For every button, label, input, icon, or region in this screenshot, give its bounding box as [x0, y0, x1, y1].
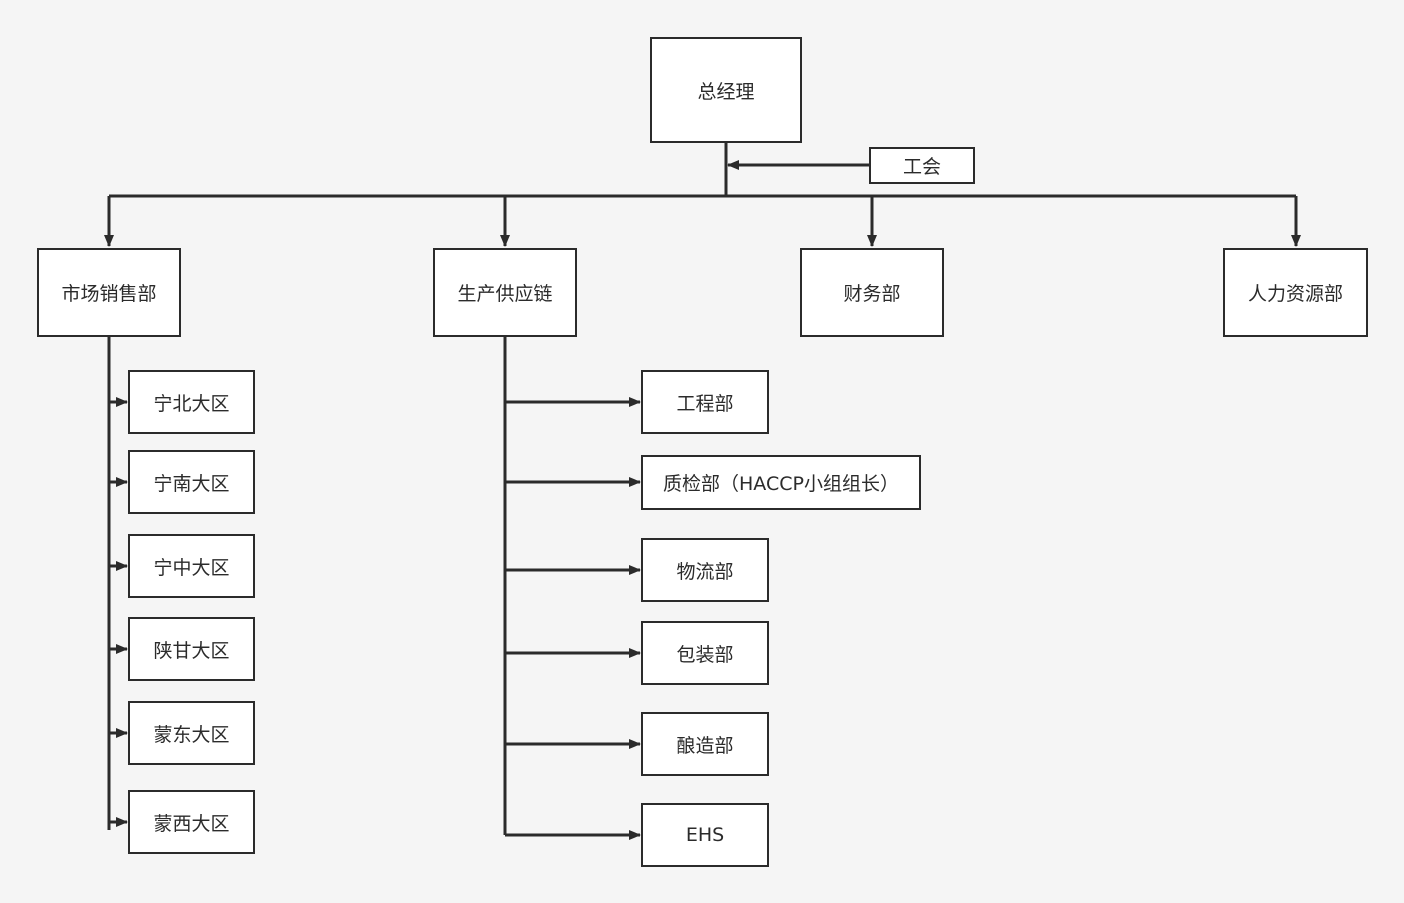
- supply-chain-unit-node: 酿造部: [641, 712, 769, 776]
- supply-chain-unit-node: 质检部（HACCP小组组长）: [641, 455, 921, 510]
- finance-department-node: 财务部: [800, 248, 944, 337]
- supply-chain-node: 生产供应链: [433, 248, 577, 337]
- sales-region-node: 宁中大区: [128, 534, 255, 598]
- hr-department-node: 人力资源部: [1223, 248, 1368, 337]
- supply-chain-unit-node: EHS: [641, 803, 769, 867]
- union-node: 工会: [869, 147, 975, 184]
- supply-chain-unit-node: 工程部: [641, 370, 769, 434]
- sales-region-node: 宁南大区: [128, 450, 255, 514]
- sales-region-node: 蒙西大区: [128, 790, 255, 854]
- sales-department-node: 市场销售部: [37, 248, 181, 337]
- sales-region-node: 蒙东大区: [128, 701, 255, 765]
- sales-region-node: 陕甘大区: [128, 617, 255, 681]
- supply-chain-unit-node: 物流部: [641, 538, 769, 602]
- general-manager-node: 总经理: [650, 37, 802, 143]
- supply-chain-unit-node: 包装部: [641, 621, 769, 685]
- sales-region-node: 宁北大区: [128, 370, 255, 434]
